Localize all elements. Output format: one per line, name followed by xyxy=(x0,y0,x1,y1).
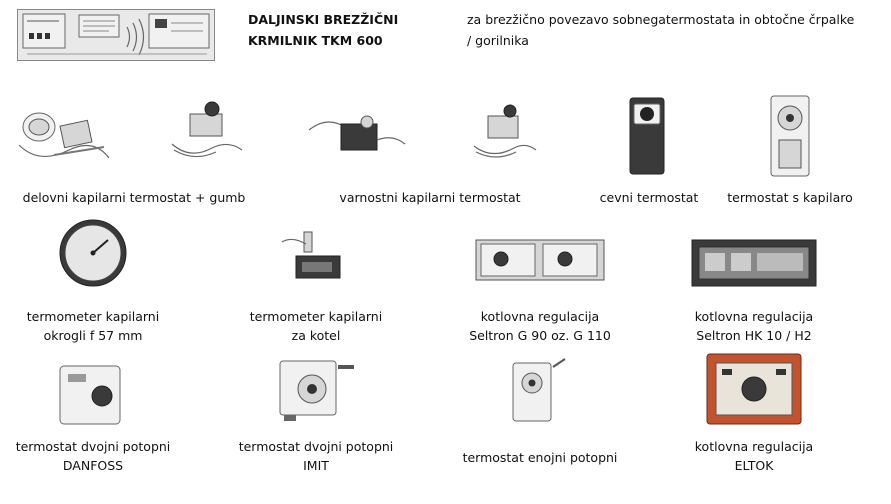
label-line: Seltron G 90 oz. G 110 xyxy=(469,328,611,343)
label-termostat-s-kapilaro: termostat s kapilaro xyxy=(727,190,853,205)
round-capillary-thermometer-image xyxy=(58,218,128,288)
single-immersion-thermostat-image xyxy=(507,357,567,427)
label-line: IMIT xyxy=(303,458,329,473)
capillary-thermostat-dial-image xyxy=(767,94,813,178)
label-line: termometer kapilarni xyxy=(249,309,383,324)
seltron-hk10-image xyxy=(691,239,817,287)
label-line: DANFOSS xyxy=(62,458,124,473)
header-desc-line1: za brezžično povezavo sobnegatermostata … xyxy=(467,12,855,27)
header-title-line2: KRMILNIK TKM 600 xyxy=(248,33,383,48)
seltron-g90-image xyxy=(475,239,605,281)
label-termometer-za-kotel: termometer kapilarni za kotel xyxy=(228,307,404,345)
label-varnostni-termostat: varnostni kapilarni termostat xyxy=(339,190,521,205)
imit-thermostat-image xyxy=(276,357,358,423)
tkm600-diagram xyxy=(17,9,215,61)
label-cevni-termostat: cevni termostat xyxy=(599,190,699,205)
label-imit: termostat dvojni potopni IMIT xyxy=(228,437,404,475)
label-line: termostat dvojni potopni xyxy=(238,439,394,454)
header-desc-line2: / gorilnika xyxy=(467,33,529,48)
label-line: kotlovna regulacija xyxy=(694,439,814,454)
eltok-regulator-image xyxy=(706,353,802,425)
label-enojni-potopni: termostat enojni potopni xyxy=(462,450,618,465)
label-line: termostat dvojni potopni xyxy=(15,439,171,454)
capillary-thermostat-image xyxy=(168,100,246,162)
safety-thermostat-image-2 xyxy=(468,102,540,162)
capillary-thermostat-knob-image xyxy=(14,105,114,167)
label-line: okrogli f 57 mm xyxy=(43,328,143,343)
danfoss-thermostat-image xyxy=(56,360,124,428)
header-title-line1: DALJINSKI BREZŽIČNI xyxy=(248,12,399,27)
label-line: kotlovna regulacija xyxy=(694,309,814,324)
label-seltron-hk10: kotlovna regulacija Seltron HK 10 / H2 xyxy=(666,307,842,345)
boiler-capillary-thermometer-image xyxy=(278,230,358,286)
label-line: termometer kapilarni xyxy=(26,309,160,324)
label-line: ELTOK xyxy=(734,458,774,473)
label-line: za kotel xyxy=(291,328,341,343)
pipe-thermostat-image xyxy=(624,94,670,178)
safety-thermostat-image-1 xyxy=(307,112,407,162)
label-delovni-termostat: delovni kapilarni termostat + gumb xyxy=(22,190,246,205)
label-termometer-okrogli: termometer kapilarni okrogli f 57 mm xyxy=(5,307,181,345)
label-line: kotlovna regulacija xyxy=(480,309,600,324)
label-seltron-g90: kotlovna regulacija Seltron G 90 oz. G 1… xyxy=(452,307,628,345)
label-danfoss: termostat dvojni potopni DANFOSS xyxy=(5,437,181,475)
label-eltok: kotlovna regulacija ELTOK xyxy=(666,437,842,475)
label-line: Seltron HK 10 / H2 xyxy=(696,328,812,343)
